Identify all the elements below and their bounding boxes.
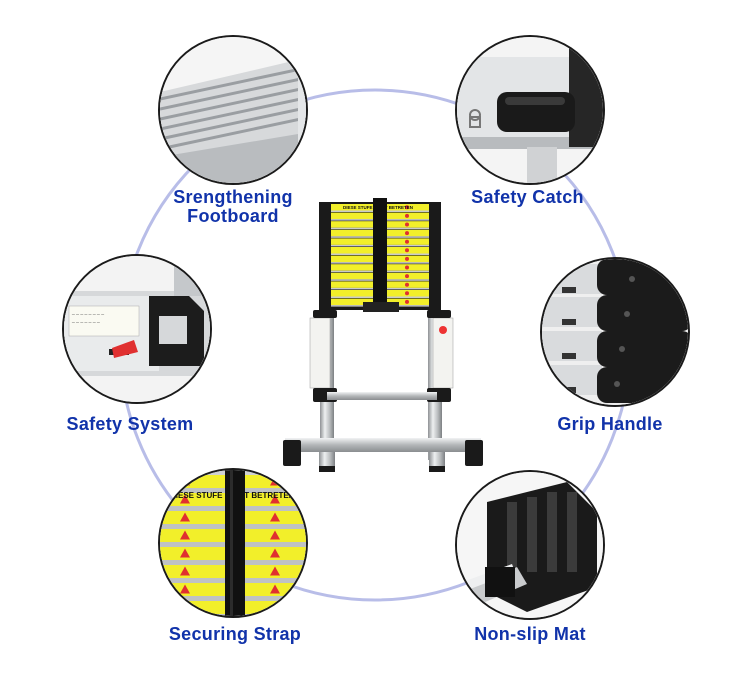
- svg-text:_ _ _ _ _ _ _ _: _ _ _ _ _ _ _ _: [71, 310, 104, 316]
- svg-text:_ _ _ _ _ _ _: _ _ _ _ _ _ _: [71, 318, 100, 324]
- feature-label-non-slip-mat: Non-slip Mat: [474, 624, 586, 644]
- feature-label-grip-handle: Grip Handle: [557, 414, 663, 434]
- ladder-product-image: DIESE STUFE NICHT BETRETEN: [283, 198, 483, 472]
- safety-system-detail-circle: _ _ _ _ _ _ _ _ _ _ _ _ _ _ _: [62, 254, 212, 404]
- feature-label-securing-strap: Securing Strap: [168, 624, 302, 644]
- safety-catch-detail-circle: [455, 35, 605, 185]
- footboard-detail-circle: [158, 35, 308, 185]
- securing-strap-detail-circle: DIESE STUFE NICHT BETRETEN: [158, 468, 308, 618]
- feature-label-safety-catch: Safety Catch: [471, 187, 584, 207]
- non-slip-mat-detail-circle: [455, 470, 605, 620]
- feature-label-footboard: Srengthening Footboard: [173, 187, 293, 226]
- grip-handle-detail-circle: [540, 257, 690, 407]
- feature-label-safety-system: Safety System: [66, 414, 194, 434]
